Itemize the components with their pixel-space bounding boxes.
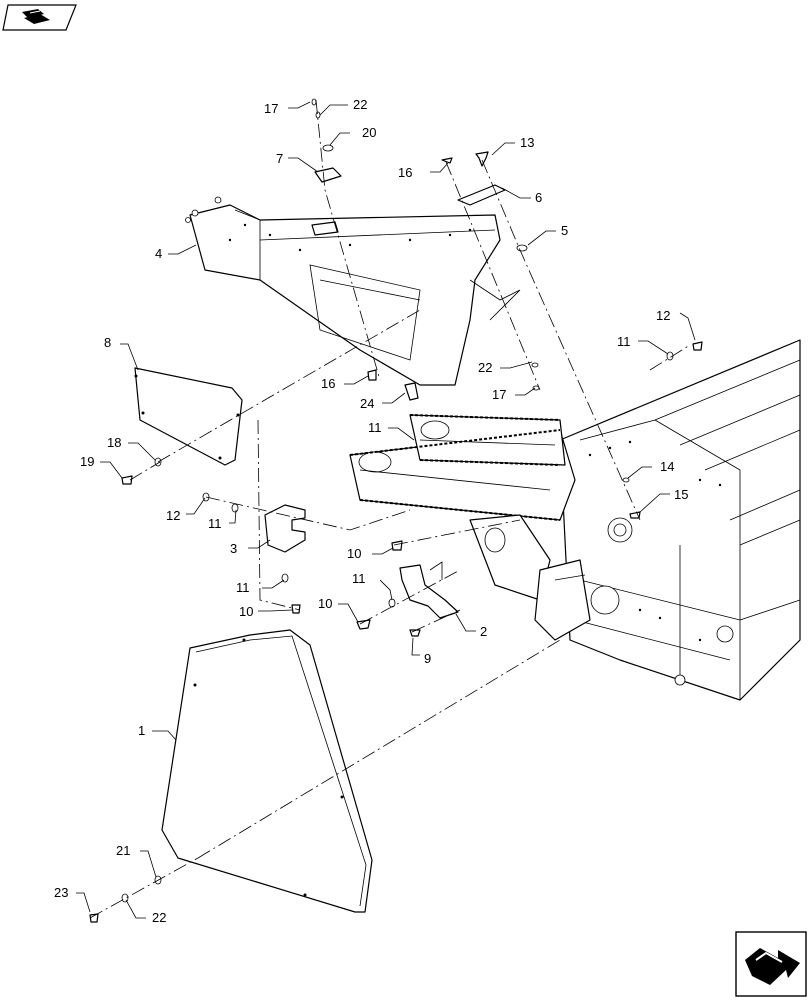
callout-14: 14 xyxy=(660,459,674,474)
assembly-lines xyxy=(89,99,691,919)
callout-22-mid: 22 xyxy=(478,360,492,375)
hardware-parts xyxy=(89,98,703,923)
callout-10-right: 10 xyxy=(318,596,332,611)
callout-4: 4 xyxy=(155,246,162,261)
callout-22-top: 22 xyxy=(353,97,367,112)
callout-2: 2 xyxy=(480,624,487,639)
callout-17-top: 17 xyxy=(264,101,278,116)
callout-1: 1 xyxy=(138,723,145,738)
callout-labels: 17 22 20 7 16 13 6 5 4 8 12 11 22 17 16 … xyxy=(54,97,688,925)
callout-16-top: 16 xyxy=(398,165,412,180)
callout-11-lower: 11 xyxy=(236,580,250,595)
callout-9: 9 xyxy=(424,651,431,666)
callout-12-right: 12 xyxy=(656,308,670,323)
callout-22-bottom: 22 xyxy=(152,910,166,925)
callout-20: 20 xyxy=(362,125,376,140)
leader-lines xyxy=(76,101,696,919)
callout-12-left: 12 xyxy=(166,508,180,523)
callout-3: 3 xyxy=(230,541,237,556)
callout-7: 7 xyxy=(276,151,283,166)
callout-15: 15 xyxy=(674,487,688,502)
callout-11-right: 11 xyxy=(617,334,631,349)
callout-10-mid: 10 xyxy=(347,546,361,561)
callout-23: 23 xyxy=(54,885,68,900)
part-3-bracket xyxy=(264,504,306,553)
part-4-upper-shield xyxy=(185,196,521,386)
part-8-small-cover xyxy=(134,367,243,466)
callout-6: 6 xyxy=(535,190,542,205)
callout-8: 8 xyxy=(104,335,111,350)
callout-13: 13 xyxy=(520,135,534,150)
manual-book-icon[interactable] xyxy=(2,4,77,31)
part-1-large-panel xyxy=(161,629,373,913)
callout-24: 24 xyxy=(360,396,374,411)
main-frame xyxy=(559,339,801,701)
part-2-bracket xyxy=(399,561,459,619)
callout-11-bracket: 11 xyxy=(352,571,366,586)
callout-19: 19 xyxy=(80,454,94,469)
callout-18: 18 xyxy=(107,435,121,450)
callout-11-left: 11 xyxy=(208,516,222,531)
callout-16-mid: 16 xyxy=(321,376,335,391)
callout-21: 21 xyxy=(116,843,130,858)
next-page-arrow-icon[interactable] xyxy=(735,931,807,997)
drive-chain-assembly xyxy=(349,414,591,641)
callout-17-mid: 17 xyxy=(492,387,506,402)
callout-5: 5 xyxy=(561,223,568,238)
callout-10-left: 10 xyxy=(239,604,253,619)
callout-11-chain: 11 xyxy=(368,420,382,435)
